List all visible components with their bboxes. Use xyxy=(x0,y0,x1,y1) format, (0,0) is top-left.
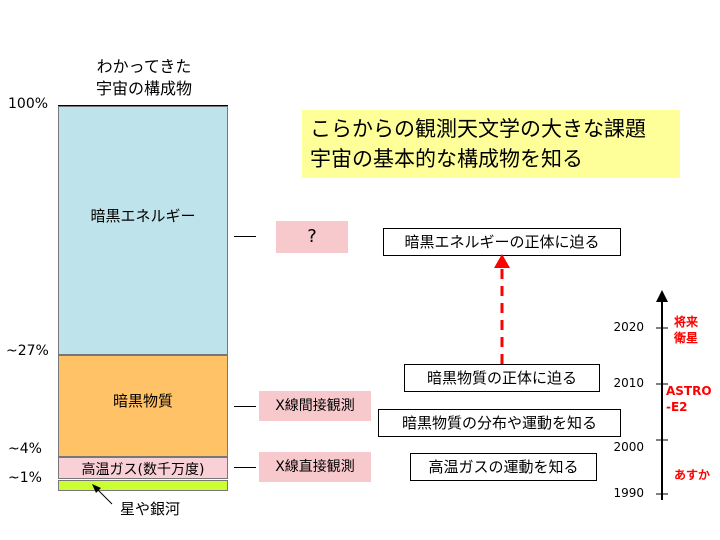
headline-line2: 宇宙の基本的な構成物を知る xyxy=(310,147,583,171)
astro-e2-label: ASTRO -E2 xyxy=(666,384,712,414)
hot-gas-segment xyxy=(58,457,228,479)
goal-dark-matter-nature: 暗黒物質の正体に迫る xyxy=(404,364,600,392)
headline-line1: こらからの観測天文学の大きな課題 xyxy=(310,117,646,141)
progress-dashed-arrow xyxy=(494,254,510,364)
dark-matter-label: 暗黒物質 xyxy=(112,392,173,410)
asuka-label: あすか xyxy=(674,468,711,482)
tick-4: ~4% xyxy=(8,441,42,457)
dark-energy-label: 暗黒エネルギー xyxy=(90,207,196,225)
future-satellite-label: 将来 衛星 xyxy=(674,315,699,345)
connector-hot-gas xyxy=(234,467,256,468)
indirect-observation-box: X線間接観測 xyxy=(259,391,371,421)
direct-observation-box: X線直接観測 xyxy=(259,452,371,482)
tick-1: ~1% xyxy=(8,470,42,486)
column-title: わかってきた 宇宙の構成物 xyxy=(60,56,228,100)
stars-segment xyxy=(58,480,228,491)
year-1990: 1990 xyxy=(613,486,644,500)
goal-hot-gas-motion: 高温ガスの運動を知る xyxy=(410,453,597,481)
connector-dark-energy xyxy=(234,236,256,237)
hot-gas-label: 高温ガス(数千万度) xyxy=(81,462,205,478)
stars-label: 星や銀河 xyxy=(120,500,181,518)
tick-27: ~27% xyxy=(6,343,49,359)
tick-line-100 xyxy=(58,105,228,106)
dark-energy-segment xyxy=(58,106,228,355)
column-title-line2: 宇宙の構成物 xyxy=(95,79,192,98)
headline-box: こらからの観測天文学の大きな課題 宇宙の基本的な構成物を知る xyxy=(302,110,680,178)
timeline-axis xyxy=(656,290,668,500)
stars-pointer-arrow xyxy=(92,484,113,505)
dark-matter-segment xyxy=(58,355,228,457)
goal-dark-matter-distribution: 暗黒物質の分布や運動を知る xyxy=(378,409,621,437)
connector-dark-matter xyxy=(234,406,256,407)
tick-100: 100% xyxy=(8,96,49,112)
year-2010: 2010 xyxy=(613,376,644,390)
year-2000: 2000 xyxy=(613,440,644,454)
unknown-method-box: ? xyxy=(276,221,348,253)
column-title-line1: わかってきた xyxy=(96,57,192,76)
year-2020: 2020 xyxy=(613,320,644,334)
